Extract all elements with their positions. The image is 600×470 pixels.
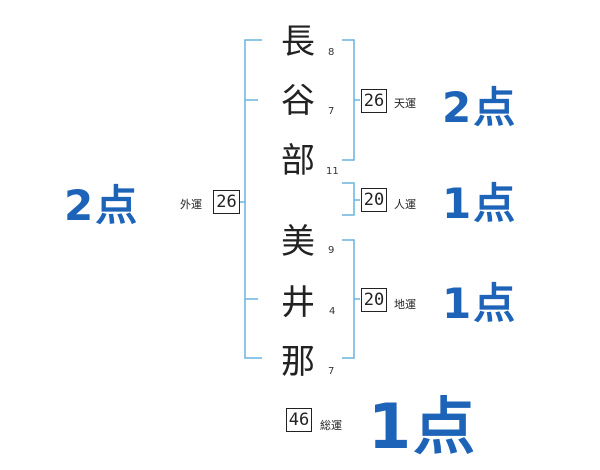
- name-char-3: 部: [281, 141, 315, 181]
- name-char-5: 井: [281, 283, 315, 323]
- tenun-value-box: 26: [361, 89, 387, 113]
- gaiun-label: 外運: [180, 198, 202, 211]
- stroke-count-1: 8: [328, 47, 335, 58]
- jinun-score: 1点: [442, 179, 518, 228]
- stroke-count-6: 7: [328, 366, 335, 377]
- souun-value-box: 46: [286, 408, 312, 432]
- jinun-bracket: [342, 182, 355, 216]
- outer-bracket: [244, 39, 262, 359]
- chiun-score: 1点: [442, 279, 518, 328]
- gaiun-value-box: 26: [213, 190, 240, 214]
- jinun-label: 人運: [394, 198, 416, 211]
- gaiun-score: 2点: [64, 181, 140, 230]
- souun-score: 1点: [368, 390, 478, 463]
- tenun-label: 天運: [394, 97, 416, 110]
- chiun-label: 地運: [394, 298, 416, 311]
- name-char-1: 長: [281, 22, 315, 62]
- name-char-6: 那: [281, 342, 315, 382]
- stroke-count-2: 7: [328, 106, 335, 117]
- tenun-bracket: [342, 39, 355, 161]
- jinun-value-box: 20: [361, 188, 387, 212]
- souun-label: 総運: [320, 419, 342, 432]
- stroke-count-4: 9: [328, 245, 335, 256]
- tenun-score: 2点: [442, 83, 518, 132]
- chiun-value-box: 20: [361, 288, 387, 312]
- name-char-2: 谷: [281, 81, 315, 121]
- stroke-count-5: 4: [329, 306, 336, 317]
- stroke-count-3: 11: [326, 166, 339, 177]
- name-char-4: 美: [281, 222, 315, 262]
- chiun-bracket: [342, 239, 355, 359]
